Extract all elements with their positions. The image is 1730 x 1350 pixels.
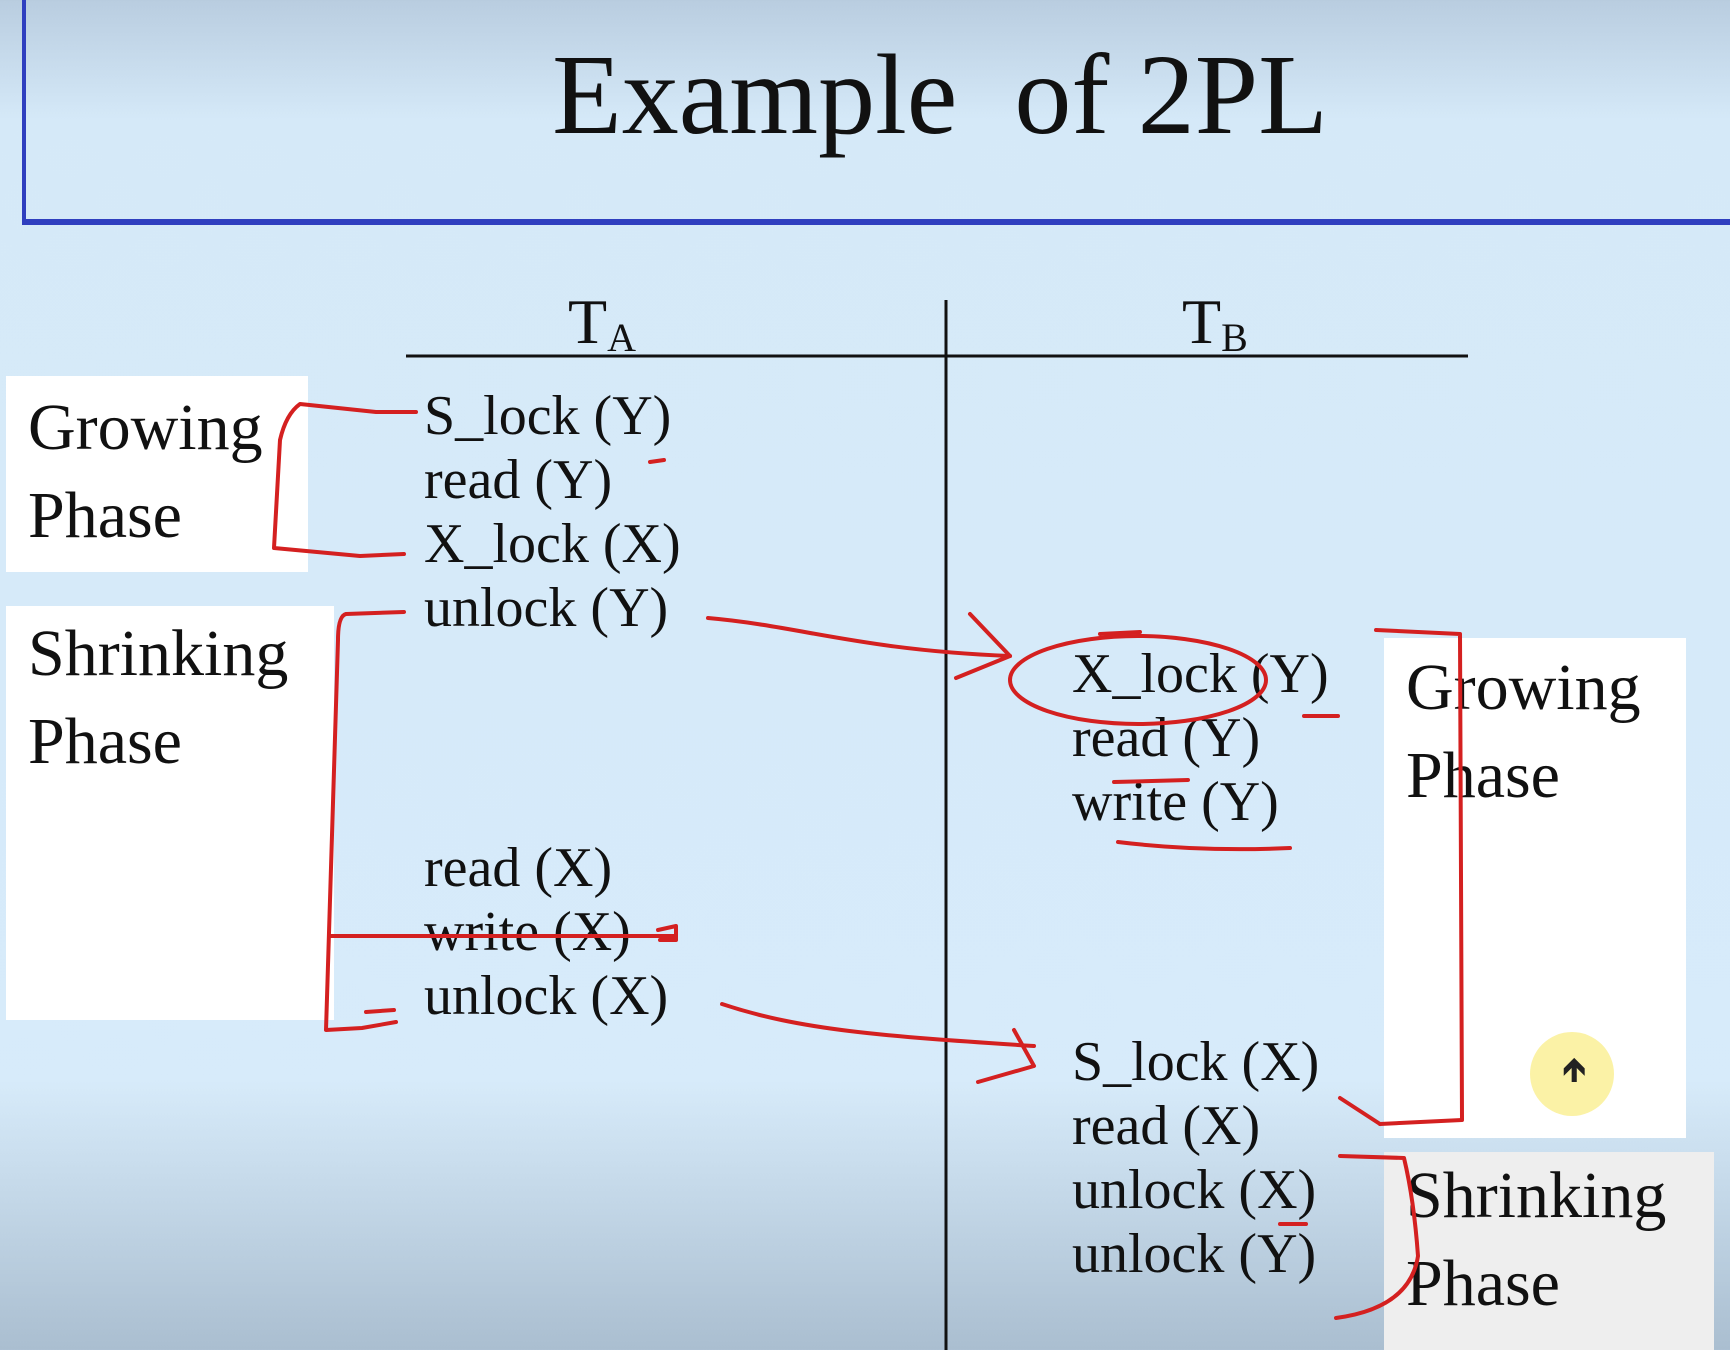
unlock-x-arrowhead <box>976 1028 1036 1084</box>
tb-shrinking-phase-box: Shrinking Phase <box>1384 1152 1714 1350</box>
unlock-x-arrow <box>720 1002 1036 1048</box>
column-header-tb: TB <box>1182 290 1248 358</box>
ta-op: read (Y) <box>424 449 613 511</box>
ta-shrinking-bracket <box>324 610 406 1032</box>
tb-op: unlock (Y) <box>1072 1223 1317 1285</box>
unlock-y-arrowhead <box>954 612 1012 680</box>
ta-growing-phase-label: Growing Phase <box>28 391 263 552</box>
unlock-y-arrow <box>706 616 1012 658</box>
slide-title: Example of 2PL <box>552 31 1328 158</box>
column-header-tb-main: T <box>1182 286 1222 357</box>
ta-shrinking-phase-box: Shrinking Phase <box>6 606 334 1020</box>
tb-op: read (X) <box>1072 1095 1261 1157</box>
x-lock-y-circle <box>1008 634 1268 726</box>
ta-op: S_lock (Y) <box>424 385 672 447</box>
tb-op: unlock (X) <box>1072 1159 1317 1221</box>
ta-shrinking-phase-label: Shrinking Phase <box>28 617 289 778</box>
ta-op: unlock (X) <box>424 965 669 1027</box>
tb-op: S_lock (X) <box>1072 1031 1320 1093</box>
column-header-ta-sub: A <box>607 315 636 360</box>
ta-op: X_lock (X) <box>424 513 681 575</box>
read-y-underline <box>1112 778 1190 784</box>
write-y-underline <box>1116 840 1292 852</box>
strikethrough-tail <box>656 924 678 942</box>
column-header-ta-main: T <box>568 286 608 357</box>
ta-growing-phase-box: Growing Phase <box>6 376 308 572</box>
tb-growing-bracket-tail <box>1338 1096 1382 1126</box>
tick-mark <box>1098 630 1142 636</box>
cursor-highlight <box>1530 1032 1614 1116</box>
tick-mark <box>648 458 666 464</box>
tb-shrinking-phase-label: Shrinking Phase <box>1406 1159 1667 1320</box>
title-frame <box>22 0 1730 225</box>
tick-mark <box>364 1008 396 1014</box>
ta-op: read (X) <box>424 837 613 899</box>
column-header-ta: TA <box>568 290 636 358</box>
tb-shrinking-bracket <box>1334 1154 1420 1320</box>
ta-op: write (X) <box>424 901 631 963</box>
ta-growing-bracket <box>272 402 418 558</box>
mouse-pointer-icon: 🡹 <box>1562 1050 1587 1090</box>
ta-op: unlock (Y) <box>424 577 669 639</box>
tb-growing-phase-label: Growing Phase <box>1406 651 1641 812</box>
column-header-tb-sub: B <box>1221 315 1248 360</box>
tb-growing-bracket <box>1374 628 1464 1126</box>
